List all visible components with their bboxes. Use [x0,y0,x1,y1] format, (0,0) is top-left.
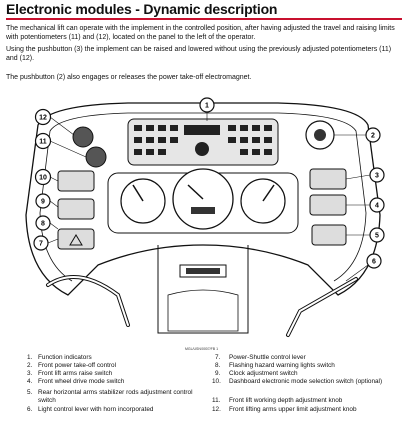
svg-text:2: 2 [371,133,375,140]
svg-text:6: 6 [372,259,376,266]
svg-text:9: 9 [41,199,45,206]
callout-5: 5 [369,227,385,243]
callout-10: 10 [34,168,52,186]
svg-text:7: 7 [39,241,43,248]
svg-text:10: 10 [39,175,47,182]
svg-text:1: 1 [205,103,209,110]
legend-item: 8.Flashing hazard warning lights switch [215,362,335,369]
svg-text:5: 5 [375,233,379,240]
svg-text:4: 4 [375,203,379,210]
svg-text:3: 3 [375,173,379,180]
paragraph-lift-description: The mechanical lift can operate with the… [6,25,395,41]
callout-2: 2 [365,127,381,143]
callout-8: 8 [35,215,51,231]
callout-3: 3 [369,167,385,183]
paragraph-pushbutton-2: The pushbutton (2) also engages or relea… [6,74,252,81]
page-title: Electronic modules - Dynamic description [6,1,402,20]
legend-item: 4.Front wheel drive mode switch [27,378,125,385]
callout-7: 7 [33,235,49,251]
dashboard-illustration: 1 2 3 4 5 6 7 8 [25,97,385,337]
callout-11: 11 [34,132,52,150]
legend-item: 10.Dashboard electronic mode selection s… [212,378,383,385]
svg-text:11: 11 [39,139,47,146]
paragraph-pushbutton-3: Using the pushbutton (3) the implement c… [6,46,392,62]
callout-4: 4 [369,197,385,213]
callout-12: 12 [34,108,52,126]
legend-item: 1.Function indicators [27,354,92,361]
legend-item: 7.Power-Shuttle control lever [215,354,306,361]
callout-1: 1 [199,97,215,113]
svg-text:12: 12 [39,115,47,122]
legend-item: 6.Light control lever with horn incorpor… [27,406,154,413]
figure-code: MGL/USN/0007/FB 1 [184,347,219,351]
legend-item: 3.Front lift arms raise switch [27,370,113,377]
legend-item: 2.Front power take-off control [27,362,117,369]
callout-6: 6 [366,253,382,269]
legend-item: 12.Front lifting arms upper limit adjust… [212,406,357,413]
callout-9: 9 [35,193,51,209]
legend-item: 9.Clock adjustment switch [215,370,298,377]
legend-item: 5.Rear horizontal arms stabilizer rods a… [27,389,193,404]
svg-text:8: 8 [41,221,45,228]
legend-item: 11.Front lift working depth adjustment k… [212,397,343,404]
